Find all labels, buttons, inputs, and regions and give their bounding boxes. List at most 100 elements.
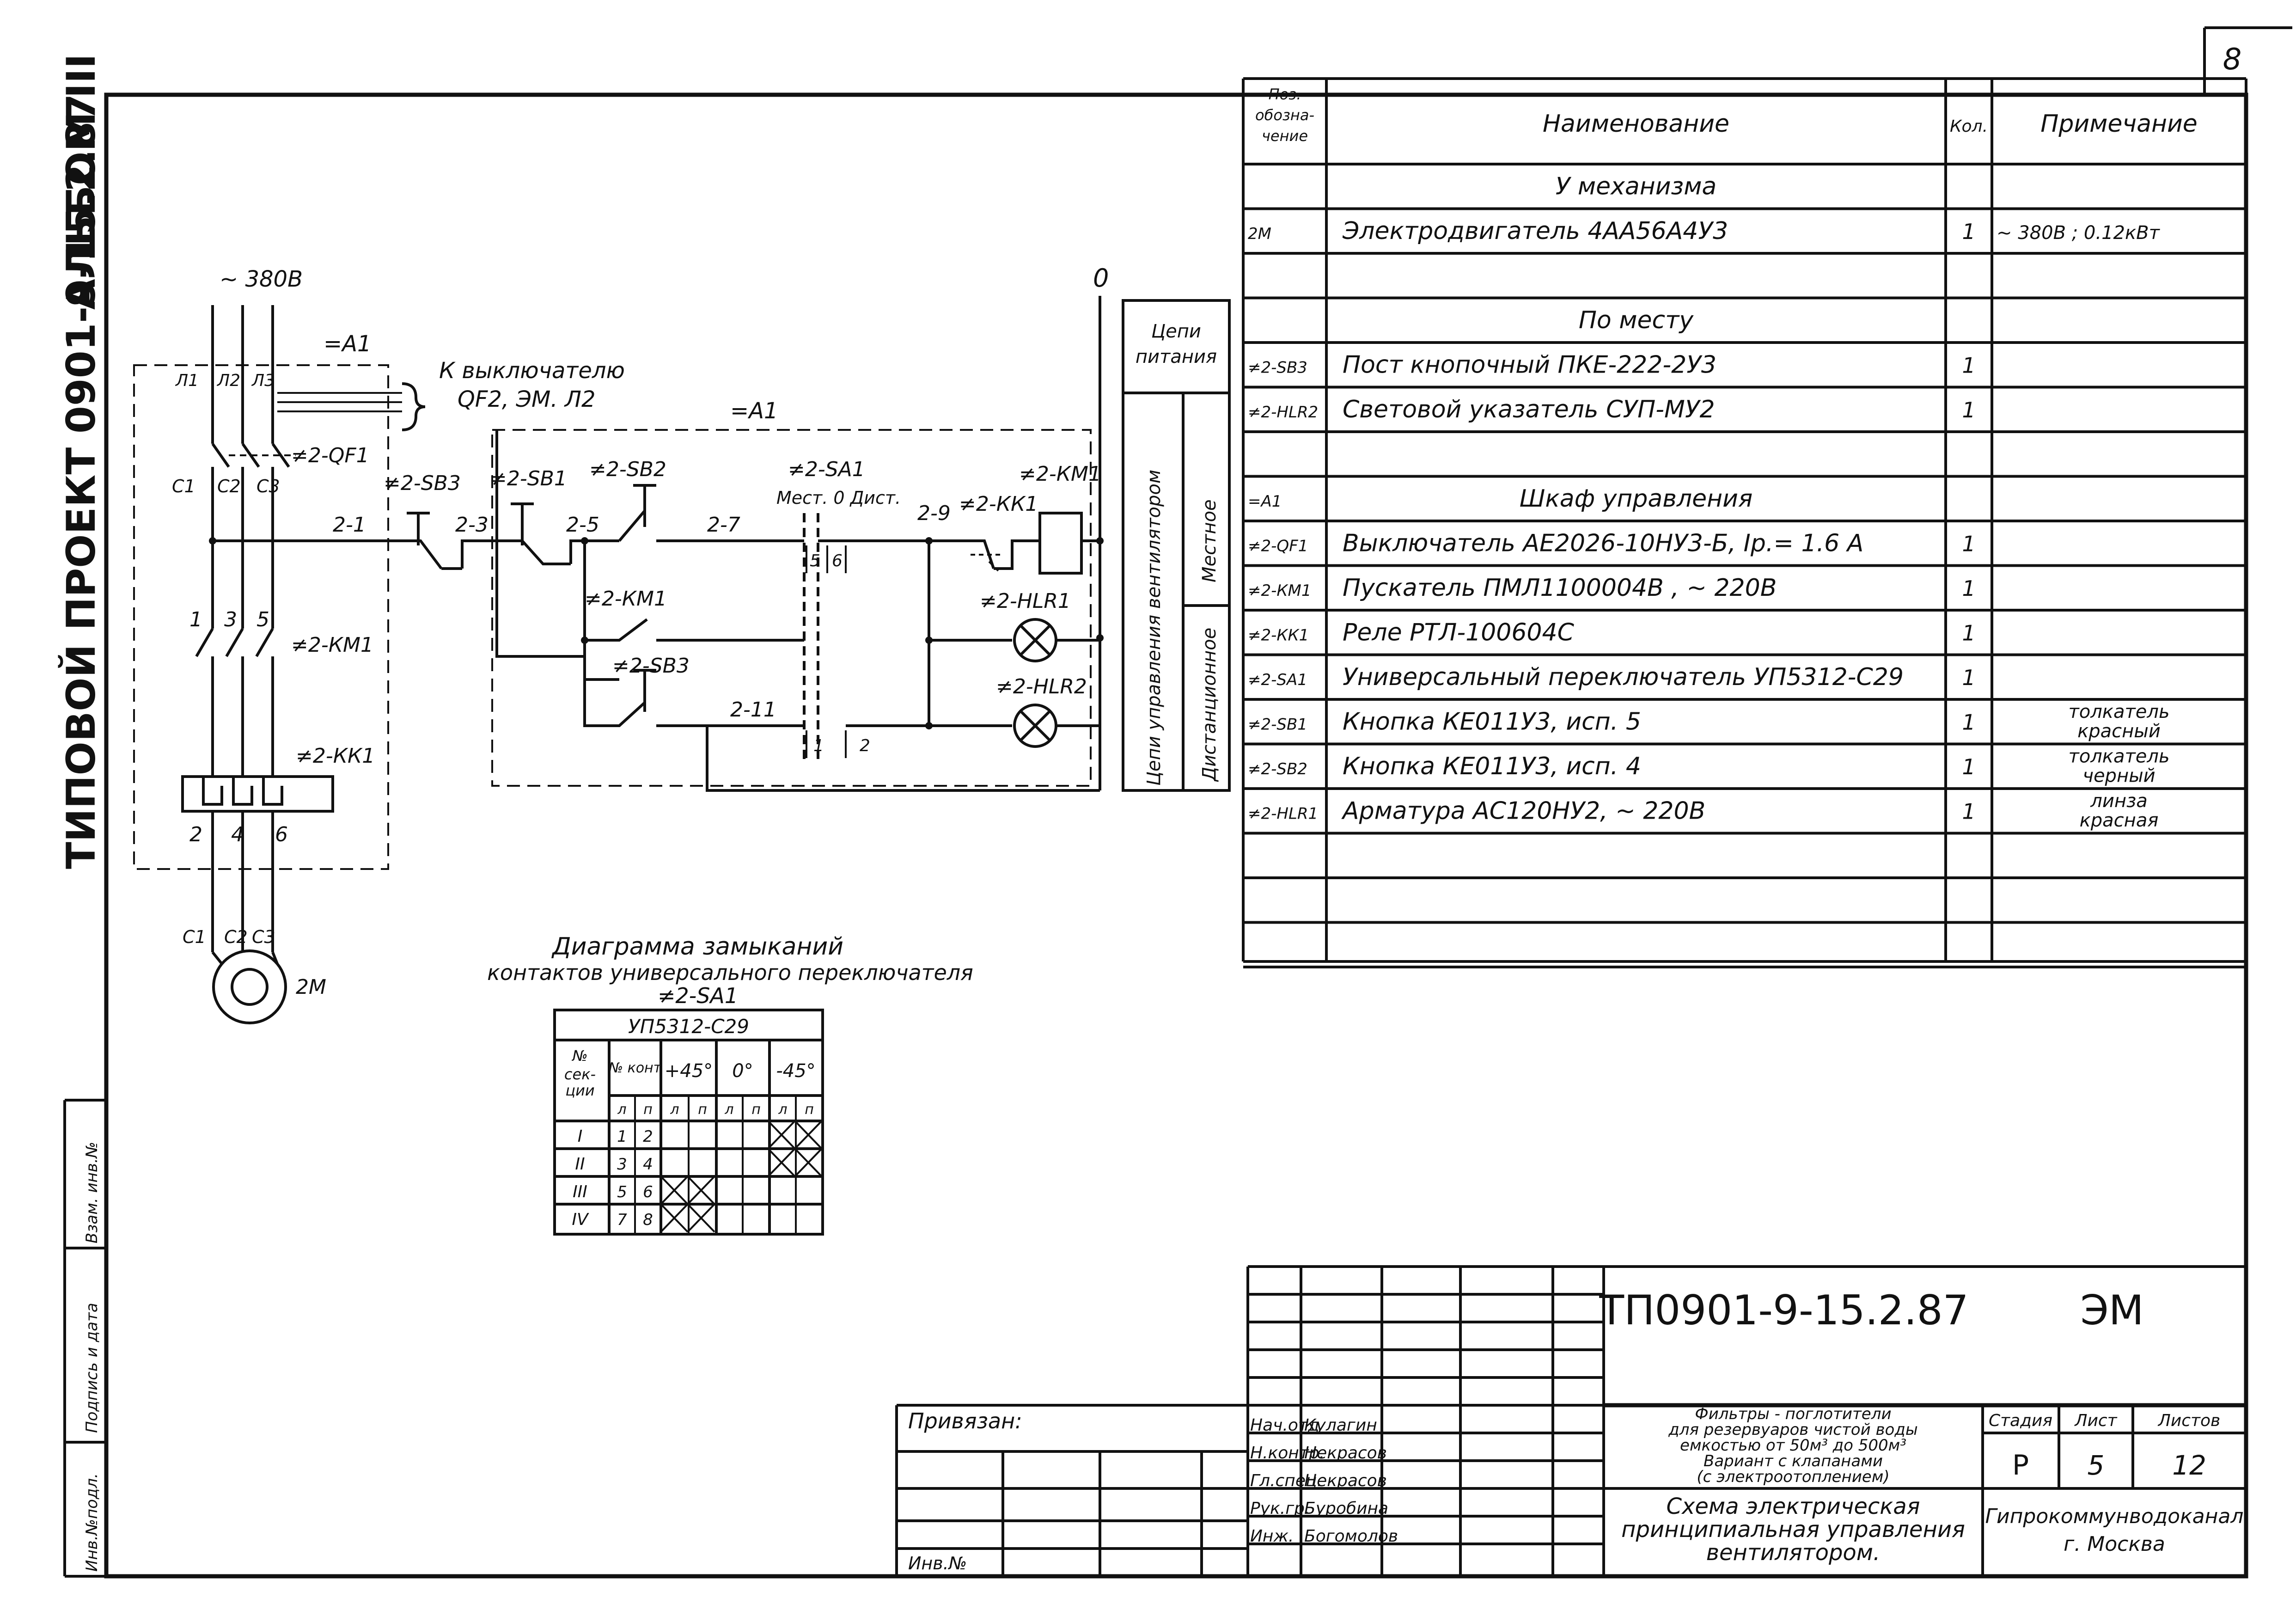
spec-qty: 1: [1962, 710, 1975, 735]
spec-h-name: Наименование: [1543, 110, 1729, 138]
num-6: 6: [275, 823, 288, 846]
object-line: емкостью от 50м³ до 500м³: [1680, 1436, 1906, 1455]
role-name: Некрасов: [1304, 1471, 1387, 1490]
side-vzam: Взам. инв.№: [83, 1142, 101, 1243]
diagram-closed-mark: [687, 1175, 715, 1205]
spec-qty: 1: [1962, 621, 1975, 646]
spec-pos: ≠2-SB3: [1248, 359, 1307, 377]
diagram-closed-mark: [687, 1203, 715, 1233]
spec-name: Пост кнопочный ПКЕ-222-2У3: [1343, 351, 1716, 379]
diagram-contact: 8: [643, 1211, 653, 1229]
spec-h-pos-3: чение: [1262, 127, 1308, 145]
diagram-lp: п: [805, 1102, 814, 1118]
num-3: 3: [224, 608, 237, 631]
node-2-11: 2-11: [730, 698, 776, 722]
phase-l2: Л2: [216, 371, 240, 390]
spec-pos: 2М: [1248, 225, 1271, 243]
diagram-section: III: [573, 1182, 587, 1201]
spec-name: Кнопка КЕ011У3, исп. 5: [1343, 708, 1641, 736]
sheet-label: Лист: [2074, 1411, 2117, 1430]
diagram-contact: 4: [643, 1155, 653, 1174]
legend-remote: Дистанционное: [1199, 628, 1220, 782]
spec-name: Электродвигатель 4АА56А4У3: [1342, 217, 1728, 245]
diagram-h-sec-2: сек-: [564, 1065, 596, 1083]
diagram-lp: л: [778, 1102, 787, 1118]
spec-pos: ≠2-КМ1: [1248, 582, 1312, 600]
diagram-contact: 1: [617, 1127, 627, 1146]
km1-coil-label: ≠2-КМ1: [1019, 462, 1101, 486]
side-strip: ТИПОВОЙ ПРОЕКТ 0901-9-15.2.87 АЛЬБОМ III…: [58, 54, 106, 1578]
spec-note: толкатель: [2068, 701, 2169, 722]
spec-group-title: У механизма: [1556, 173, 1717, 201]
diagram-h-contact: № конт: [608, 1060, 662, 1076]
assembly-a1-ctrl: =А1: [730, 398, 778, 424]
cs-top-c3: С3: [256, 476, 280, 496]
doc-code: ТП0901-9-15.2.87: [1599, 1286, 1968, 1334]
role-name: Буробина: [1304, 1499, 1388, 1518]
diagram-section: IV: [572, 1210, 589, 1229]
spec-pos: ≠2-SB2: [1248, 760, 1307, 778]
sb3-label: ≠2-SB3: [384, 471, 461, 495]
km1-aux-label: ≠2-КМ1: [585, 587, 667, 611]
spec-name: Пускатель ПМЛ1100004В , ~ 220В: [1343, 574, 1777, 602]
title-block: ТП0901-9-15.2.87 ЭМ Привязан: Инв.№ Нач.…: [895, 1265, 2246, 1576]
node-2-9: 2-9: [917, 502, 951, 525]
spec-h-pos-1: Поз.: [1269, 86, 1301, 103]
sheet-number: 8: [2223, 43, 2242, 77]
tap-note-line2: QF2, ЭМ. Л2: [458, 386, 596, 412]
km1-main-label: ≠2-КМ1: [291, 633, 373, 657]
cs-bot-c3: С3: [252, 927, 275, 947]
spec-qty: 1: [1962, 219, 1975, 244]
num-2: 2: [189, 823, 202, 846]
spec-name: Реле РТЛ-100604С: [1343, 619, 1575, 647]
diagram-h-0: 0°: [732, 1060, 753, 1082]
diagram-lp: л: [670, 1102, 679, 1118]
spec-qty: 1: [1962, 665, 1975, 690]
sa-contact-1: 1: [813, 736, 824, 755]
node-2-1: 2-1: [333, 513, 366, 537]
sa-contact-5: 5: [810, 551, 820, 570]
diagram-contact: 7: [617, 1211, 627, 1229]
spec-note: красный: [2077, 721, 2161, 742]
spec-h-qty: Кол.: [1950, 117, 1988, 136]
neutral-zero: 0: [1093, 263, 1109, 293]
node-2-3: 2-3: [455, 513, 489, 537]
hlr2-label: ≠2-HLR2: [996, 675, 1087, 698]
diagram-title-1: Диаграмма замыканий: [551, 933, 843, 961]
cs-top-c2: С2: [217, 476, 241, 496]
role-name: Кулагин: [1304, 1416, 1377, 1435]
phase-l1: Л1: [175, 371, 199, 390]
role-label: Н.контр.: [1250, 1444, 1325, 1463]
sa-contact-6: 6: [832, 551, 843, 570]
diagram-contact: 2: [643, 1127, 653, 1146]
diagram-h-m45: -45°: [776, 1060, 815, 1082]
kk1-ctrl-label: ≠2-КК1: [959, 492, 1038, 516]
spec-pos: ≠2-КК1: [1248, 626, 1309, 645]
spec-pos: ≠2-HLR2: [1248, 403, 1318, 422]
phase-l3: Л3: [251, 371, 275, 390]
org-line-1: Гипрокоммунводоканал: [1985, 1505, 2243, 1528]
diagram-contact: 3: [617, 1155, 627, 1174]
sheet-value: 5: [2088, 1450, 2105, 1481]
spec-pos: ≠2-HLR1: [1248, 805, 1318, 823]
circuit-legend: Цепи питания Цепи управления вентиляторо…: [1122, 299, 1231, 792]
sa1-modes: Мест. 0 Дист.: [776, 488, 901, 508]
contact-diagram: Диаграмма замыканий контактов универсаль…: [487, 933, 973, 1236]
object-line: (с электроотоплением): [1697, 1468, 1889, 1486]
roles-list: Нач.отдКулагинН.контр.НекрасовГл.спец.Не…: [1250, 1416, 1398, 1546]
spec-pos: ≠2-QF1: [1248, 537, 1308, 556]
diagram-lp: п: [698, 1102, 707, 1118]
num-1: 1: [189, 608, 202, 631]
diagram-h-sec-1: №: [571, 1047, 587, 1065]
diagram-closed-mark: [660, 1203, 689, 1233]
legend-local: Местное: [1199, 499, 1220, 582]
cs-bot-c2: С2: [224, 927, 248, 947]
diagram-closed-mark: [794, 1120, 823, 1150]
spec-pos: =А1: [1248, 492, 1282, 511]
side-podpis: Подпись и дата: [83, 1303, 101, 1433]
spec-qty: 1: [1962, 398, 1975, 422]
object-line: для резервуаров чистой воды: [1668, 1420, 1917, 1439]
